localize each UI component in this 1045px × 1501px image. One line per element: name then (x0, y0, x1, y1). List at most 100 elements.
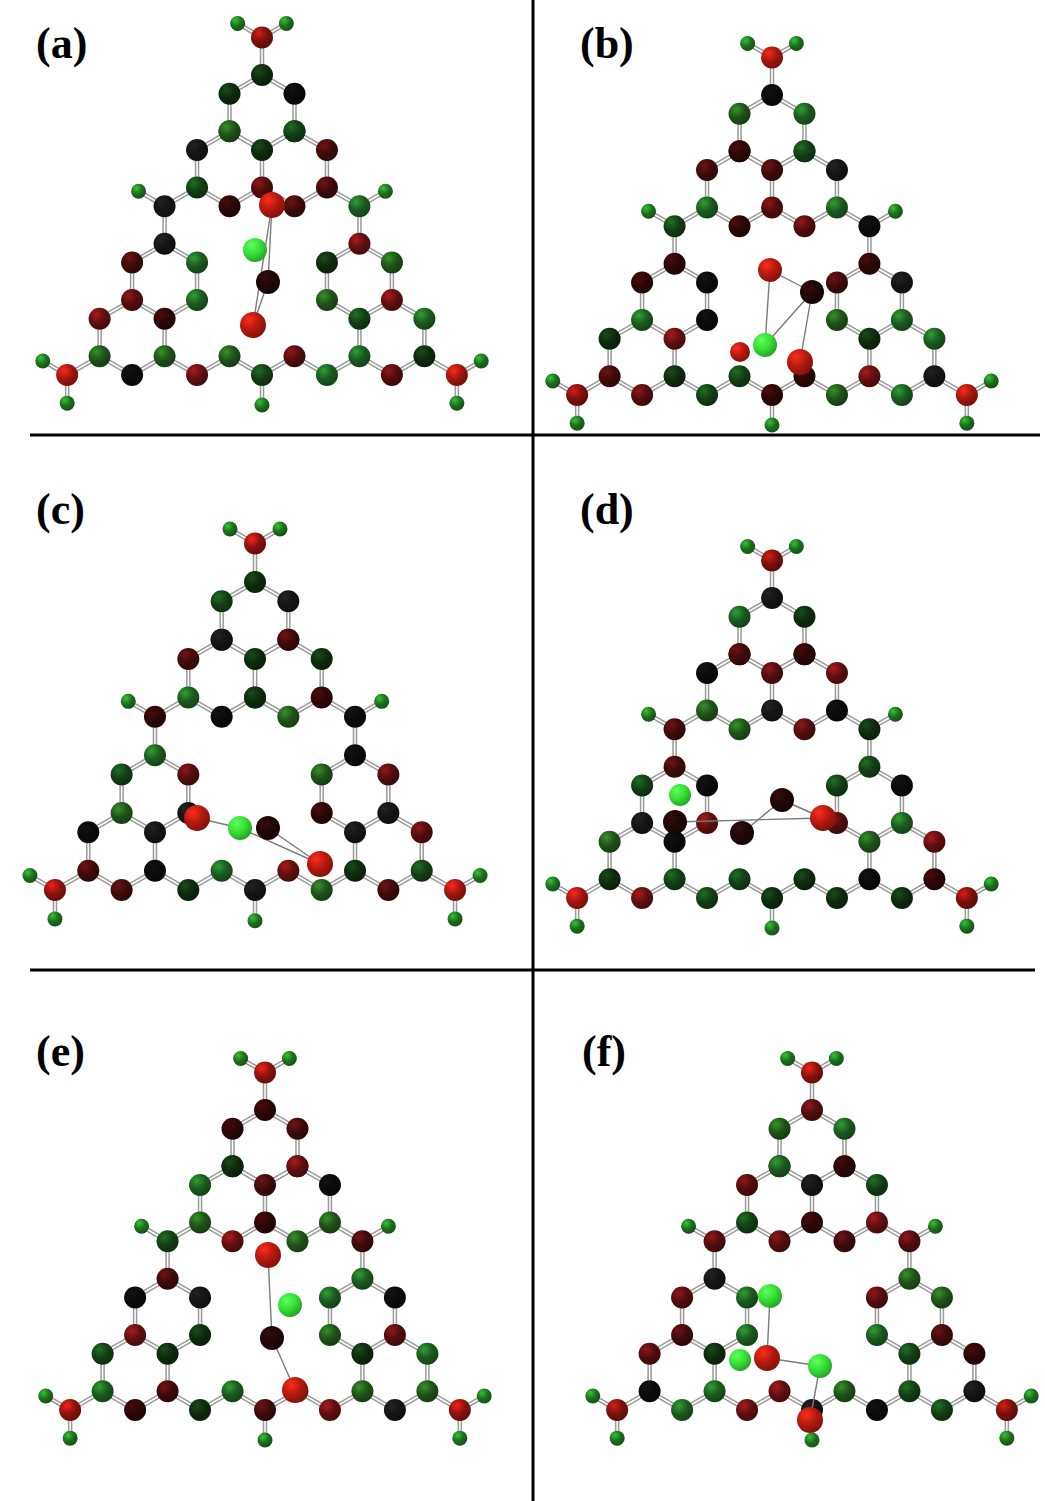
atom-sphere (286, 1155, 308, 1177)
atom-sphere (639, 1380, 661, 1402)
atom-sphere (219, 120, 241, 142)
atom-sphere (641, 204, 656, 219)
atom-sphere (729, 643, 751, 665)
atom-sphere (283, 120, 305, 142)
atom-sphere (344, 821, 366, 843)
atom-sphere (351, 1380, 373, 1402)
atom-sphere (244, 687, 266, 709)
atom-sphere (251, 139, 273, 161)
atom-sphere (22, 868, 37, 883)
atom-sphere (696, 775, 718, 797)
atom-sphere (244, 879, 266, 901)
atom-sphere (866, 1212, 888, 1234)
atom-sphere (789, 539, 804, 554)
atom-sphere (111, 802, 133, 824)
adsorbate-atom (810, 805, 836, 831)
atom-sphere (254, 1212, 276, 1234)
atom-sphere (316, 289, 338, 311)
atom-sphere (631, 272, 653, 294)
atom-sphere (189, 1324, 211, 1346)
atom-sphere (959, 416, 974, 431)
atom-sphere (866, 1174, 888, 1196)
atom-sphere (888, 204, 903, 219)
adsorbate-atom (256, 270, 280, 294)
atom-sphere (254, 1062, 276, 1084)
atom-sphere (124, 1399, 146, 1421)
atom-sphere (704, 1230, 726, 1252)
atom-sphere (154, 195, 176, 217)
atom-sphere (801, 1099, 823, 1121)
atom-sphere (186, 177, 208, 199)
panel-label: (f) (582, 1030, 626, 1074)
panel-divider (30, 969, 1035, 972)
atom-sphere (134, 1219, 149, 1234)
atom-sphere (826, 197, 848, 219)
atom-sphere (449, 1399, 471, 1421)
atom-sphere (222, 1380, 244, 1402)
adsorbate-atom (228, 816, 252, 840)
atom-sphere (833, 1155, 855, 1177)
atom-sphere (761, 700, 783, 722)
atom-sphere (866, 1324, 888, 1346)
atom-sphere (374, 694, 389, 709)
atom-sphere (801, 1174, 823, 1196)
atom-sphere (736, 1174, 758, 1196)
atom-sphere (833, 1118, 855, 1140)
molecule-panel (545, 36, 998, 433)
adsorbate-atom (669, 784, 691, 806)
atom-sphere (282, 1051, 297, 1066)
atom-sphere (348, 233, 370, 255)
atom-sphere (769, 1230, 791, 1252)
atom-sphere (444, 879, 466, 901)
atom-sphere (211, 860, 233, 882)
atom-sphere (959, 919, 974, 934)
atom-sphere (610, 1431, 625, 1446)
atom-sphere (452, 1431, 467, 1446)
atom-sphere (157, 1343, 179, 1365)
atom-sphere (254, 1399, 276, 1421)
atom-sphere (631, 384, 653, 406)
atom-sphere (283, 345, 305, 367)
atom-sphere (92, 1380, 114, 1402)
atom-sphere (769, 1155, 791, 1177)
atom-sphere (144, 706, 166, 728)
atom-sphere (35, 353, 50, 368)
atom-sphere (696, 272, 718, 294)
atom-sphere (283, 120, 305, 142)
atom-sphere (664, 868, 686, 890)
adsorbate-atom (800, 280, 824, 304)
atom-sphere (381, 1219, 396, 1234)
atom-sphere (858, 718, 880, 740)
atom-sphere (641, 707, 656, 722)
atom-sphere (888, 707, 903, 722)
atom-sphere (891, 309, 913, 331)
atom-sphere (222, 1155, 244, 1177)
atom-sphere (89, 308, 111, 330)
atom-sphere (833, 1380, 855, 1402)
atom-sphere (348, 308, 370, 330)
atom-sphere (211, 706, 233, 728)
atom-sphere (344, 706, 366, 728)
bond-group (553, 546, 991, 928)
atom-sphere (189, 1174, 211, 1196)
atom-sphere (696, 662, 718, 684)
bond-group (30, 529, 480, 921)
adsorbate-atom (282, 1377, 308, 1403)
atom-sphere (38, 1388, 53, 1403)
adsorbate-atom (787, 349, 813, 375)
panel-divider (30, 434, 1040, 437)
atom-sphere (92, 1343, 114, 1365)
atom-sphere (211, 629, 233, 651)
atom-sphere (63, 1431, 78, 1446)
atom-sphere (801, 1212, 823, 1234)
atom-sphere (279, 16, 294, 31)
atom-sphere (664, 328, 686, 350)
molecule-panel (35, 16, 488, 413)
atom-sphere (696, 159, 718, 181)
atom-sphere (833, 1230, 855, 1252)
atom-sphere (319, 1324, 341, 1346)
atom-sphere (736, 1287, 758, 1309)
atom-sphere (826, 775, 848, 797)
atom-sphere (283, 195, 305, 217)
atom-sphere (111, 764, 133, 786)
